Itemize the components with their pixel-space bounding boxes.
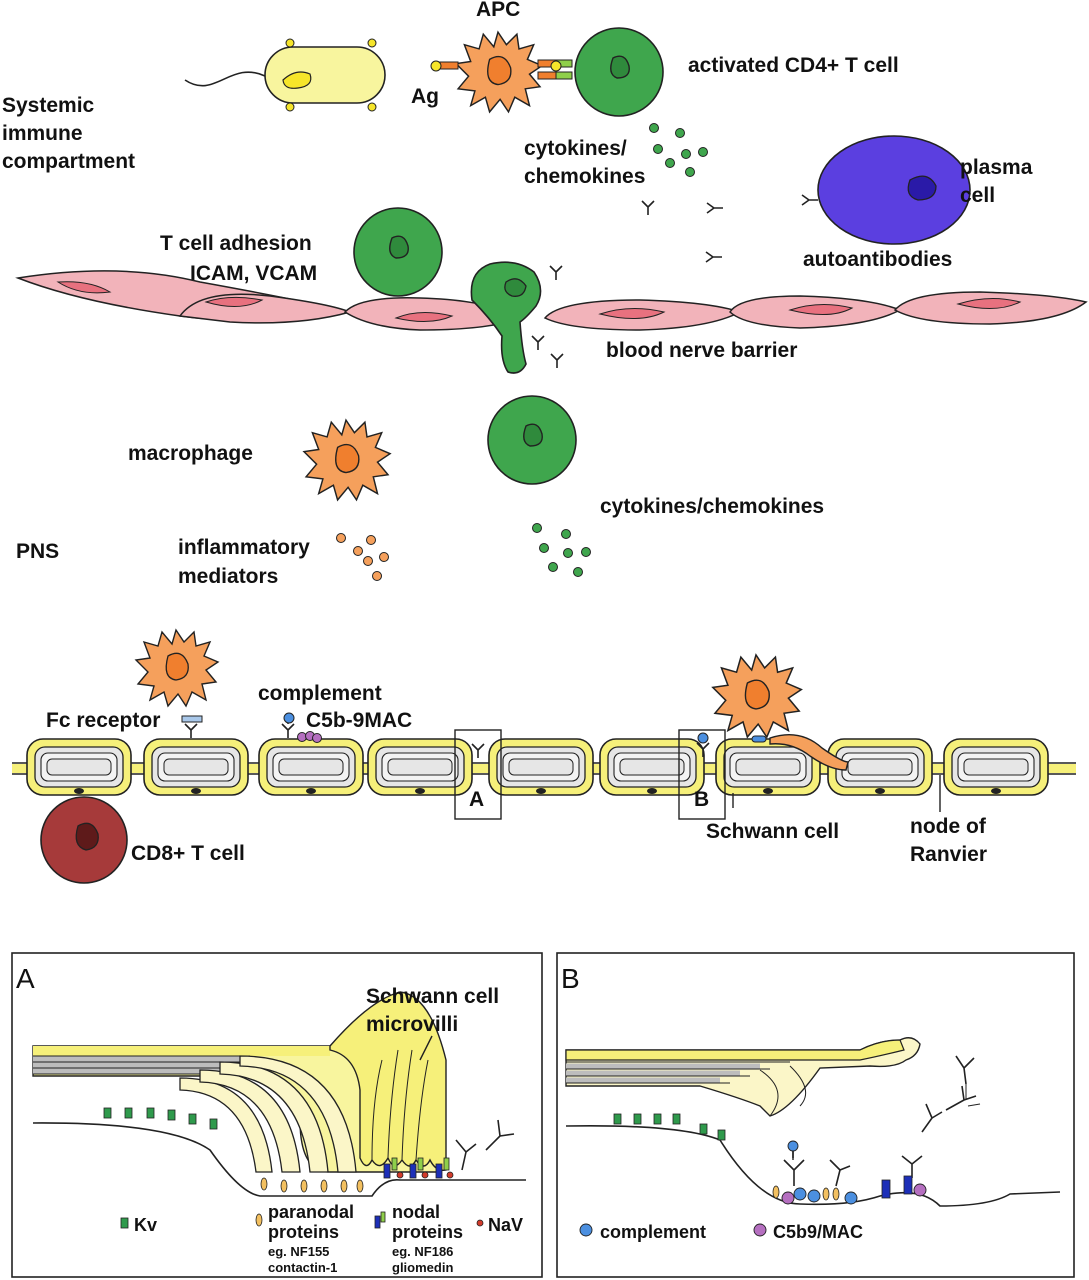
bnb-label: blood nerve barrier bbox=[606, 339, 797, 362]
cytokine-dots-pns bbox=[532, 523, 591, 577]
antigen-mhc bbox=[430, 59, 573, 80]
transmigrating-t-cell bbox=[470, 261, 542, 374]
cd8-label: CD8+ T cell bbox=[131, 842, 245, 865]
antibodies-crossing bbox=[531, 335, 564, 369]
panel-b: B bbox=[556, 952, 1075, 1278]
activated-t-cell bbox=[574, 27, 664, 117]
nav-label: NaV bbox=[488, 1215, 523, 1235]
cd8-t-cell bbox=[40, 796, 128, 884]
kv-label: Kv bbox=[134, 1215, 157, 1235]
antibodies-top bbox=[549, 200, 724, 281]
systemic-label: Systemic immune compartment bbox=[2, 94, 135, 173]
inflammatory-dots bbox=[336, 533, 389, 581]
complement-attack bbox=[281, 712, 322, 743]
plasma-cell-label: plasma cell bbox=[960, 156, 1038, 207]
plasma-cell bbox=[801, 135, 971, 245]
panel-b-letter: B bbox=[561, 963, 580, 994]
t-cell-adhesion-label: T cell adhesion ICAM, VCAM bbox=[160, 232, 318, 285]
adhering-t-cell bbox=[353, 207, 443, 297]
apc-label: APC bbox=[476, 0, 520, 21]
fc-receptor bbox=[181, 715, 203, 723]
mac-legend: C5b9/MAC bbox=[773, 1222, 863, 1242]
panel-a: A bbox=[11, 952, 543, 1278]
inflammatory-label: inflammatory mediators bbox=[178, 536, 316, 588]
box-b bbox=[678, 729, 726, 820]
activated-t-cell-label: activated CD4+ T cell bbox=[688, 54, 899, 77]
paranodal-label: paranodal proteins bbox=[268, 1202, 359, 1242]
pns-t-cell bbox=[487, 395, 577, 485]
complement-label: complement bbox=[258, 682, 382, 705]
cytokines-top-label: cytokines/ chemokines bbox=[524, 137, 645, 188]
stripping-macrophage bbox=[712, 654, 849, 771]
nodal-label: nodal proteins bbox=[392, 1202, 463, 1242]
schwann-label: Schwann cell bbox=[706, 820, 839, 843]
nerve-fiber bbox=[12, 738, 1076, 796]
fc-receptor-macrophage bbox=[135, 629, 219, 707]
node-label: node of Ranvier bbox=[910, 815, 992, 866]
macrophage bbox=[303, 419, 391, 501]
paranodal-examples: eg. NF155 contactin-1 bbox=[268, 1244, 337, 1275]
box-a bbox=[454, 729, 502, 820]
box-b-label: B bbox=[694, 788, 709, 811]
box-a-label: A bbox=[469, 788, 484, 811]
blood-nerve-barrier bbox=[15, 270, 1088, 331]
pns-label: PNS bbox=[16, 540, 59, 563]
nodal-examples: eg. NF186 gliomedin bbox=[392, 1244, 457, 1275]
cytokine-dots-top bbox=[649, 123, 708, 177]
c5b9-label: C5b-9MAC bbox=[306, 709, 412, 732]
ag-label: Ag bbox=[411, 85, 439, 108]
autoantibodies-label: autoantibodies bbox=[803, 248, 952, 271]
fc-receptor-label: Fc receptor bbox=[46, 709, 160, 732]
cytokines-label: cytokines/chemokines bbox=[600, 495, 824, 518]
fc-antibody bbox=[184, 723, 198, 739]
complement-legend: complement bbox=[600, 1222, 706, 1242]
apc-cell bbox=[455, 31, 543, 113]
microvilli-label: Schwann cell microvilli bbox=[366, 985, 505, 1036]
bacterium bbox=[184, 38, 386, 112]
macrophage-label: macrophage bbox=[128, 442, 253, 465]
panel-a-letter: A bbox=[16, 963, 35, 994]
